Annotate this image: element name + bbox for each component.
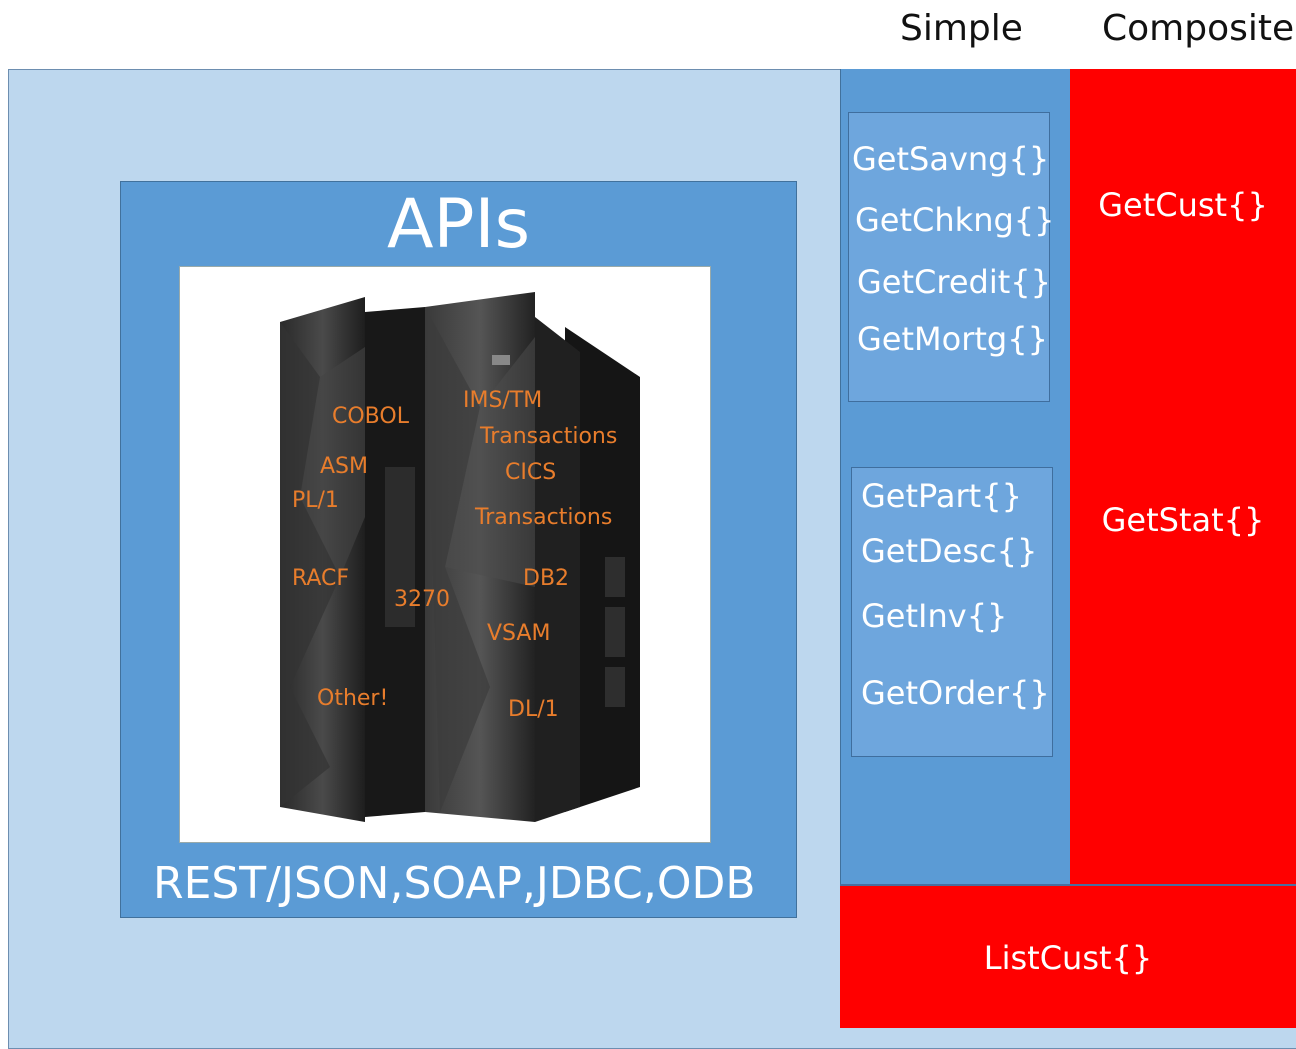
composite-header: Composite (1102, 8, 1295, 49)
api-getinv: GetInv{} (861, 597, 1008, 635)
api-getsavng: GetSavng{} (852, 140, 1050, 178)
label-db2: DB2 (523, 566, 569, 591)
label-cobol: COBOL (332, 404, 410, 429)
label-transactions-2: Transactions (474, 505, 612, 530)
label-other: Other! (317, 686, 388, 711)
mainframe-image: COBOL IMS/TM Transactions ASM CICS PL/1 … (179, 266, 711, 843)
simple-api-group-2 (851, 467, 1053, 757)
label-dl1: DL/1 (508, 697, 559, 722)
api-getcredit: GetCredit{} (857, 263, 1051, 301)
mainframe-illustration: COBOL IMS/TM Transactions ASM CICS PL/1 … (280, 292, 640, 822)
api-getcust: GetCust{} (1098, 186, 1268, 224)
simple-api-group-1 (848, 112, 1050, 402)
label-vsam: VSAM (487, 621, 550, 646)
label-cics: CICS (505, 460, 556, 485)
list-cust-box (840, 884, 1296, 1028)
label-ims-tm: IMS/TM (463, 388, 542, 413)
api-getdesc: GetDesc{} (861, 532, 1038, 570)
label-transactions-1: Transactions (479, 424, 617, 449)
api-getorder: GetOrder{} (861, 674, 1050, 712)
label-asm: ASM (320, 454, 368, 479)
api-getpart: GetPart{} (861, 477, 1022, 515)
api-getchkng: GetChkng{} (855, 201, 1055, 239)
label-3270: 3270 (394, 587, 450, 612)
api-listcust: ListCust{} (983, 939, 1153, 977)
api-getstat: GetStat{} (1101, 501, 1265, 539)
api-title: APIs (386, 185, 530, 264)
label-racf: RACF (292, 566, 349, 591)
api-getmortg: GetMortg{} (857, 320, 1048, 358)
label-pl1: PL/1 (292, 488, 339, 513)
protocols-text: REST/JSON,SOAP,JDBC,ODB (153, 858, 756, 909)
composite-column (1070, 69, 1296, 884)
simple-header: Simple (900, 8, 1023, 49)
